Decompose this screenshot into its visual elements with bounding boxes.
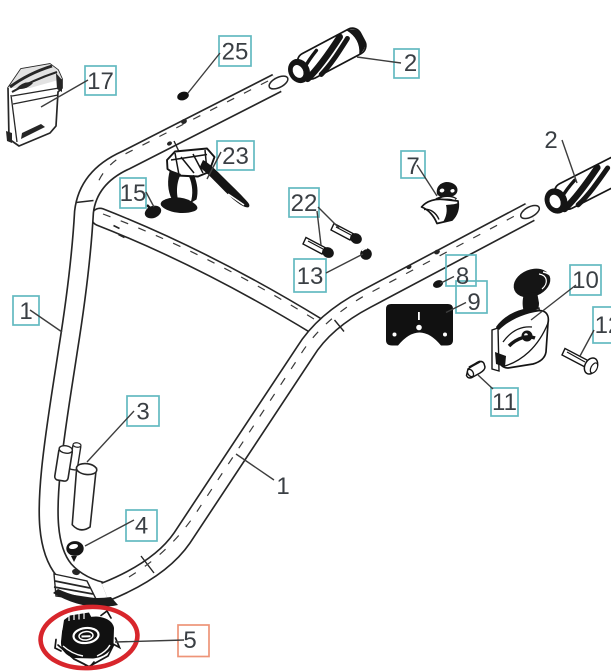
svg-text:1: 1 (19, 298, 32, 325)
svg-text:12: 12 (595, 312, 611, 339)
svg-text:2: 2 (544, 127, 557, 154)
svg-text:13: 13 (297, 263, 324, 290)
svg-text:7: 7 (406, 153, 419, 180)
svg-text:4: 4 (135, 513, 148, 540)
svg-text:15: 15 (120, 180, 147, 207)
svg-text:9: 9 (467, 289, 480, 316)
svg-text:2: 2 (404, 50, 417, 77)
svg-text:17: 17 (87, 68, 114, 95)
svg-text:11: 11 (492, 389, 517, 416)
svg-text:5: 5 (183, 627, 196, 654)
svg-text:22: 22 (291, 190, 318, 217)
svg-text:25: 25 (222, 39, 249, 66)
svg-text:10: 10 (572, 267, 599, 294)
svg-text:8: 8 (456, 263, 469, 290)
svg-text:23: 23 (222, 143, 249, 170)
svg-text:1: 1 (276, 473, 289, 500)
svg-text:3: 3 (136, 399, 149, 426)
